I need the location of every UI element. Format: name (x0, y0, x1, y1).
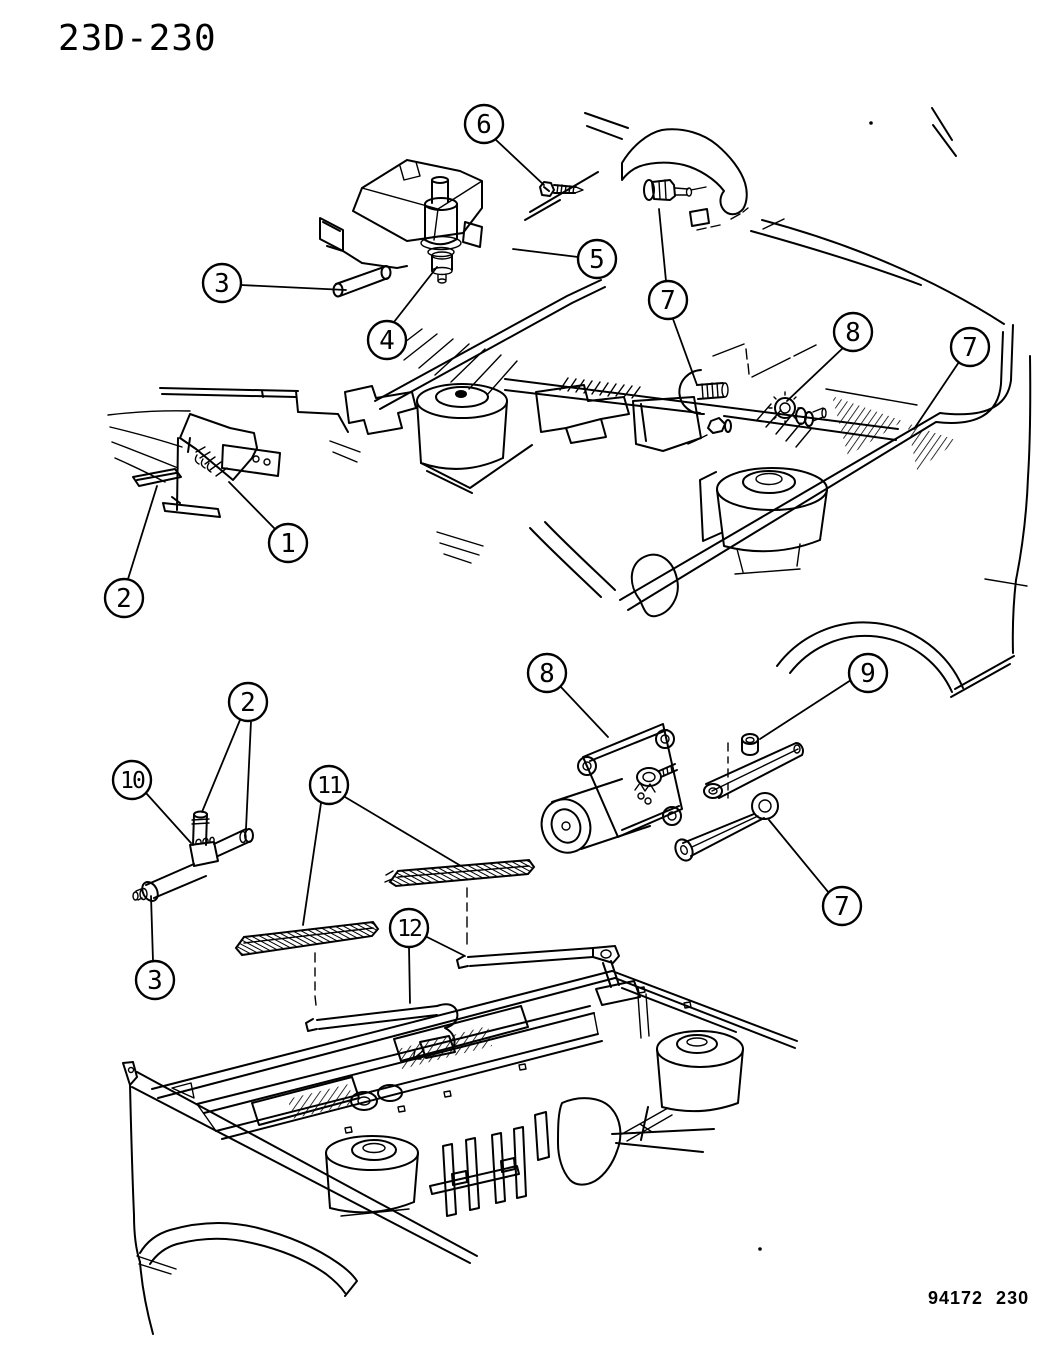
callout-1-label: 1 (280, 529, 296, 559)
callout-3a[interactable]: 3 (201, 262, 243, 304)
wiper-blade-left (234, 920, 380, 957)
alignment-dash-lines (314, 887, 468, 1006)
callout-8b[interactable]: 8 (526, 652, 568, 694)
wiper-blade-right (384, 858, 536, 888)
callout-6-label: 6 (476, 110, 492, 140)
diagram-code: 23D-230 (58, 18, 217, 59)
wiper-arm-right (456, 945, 650, 1039)
callout-7c-label: 7 (834, 892, 850, 922)
callout-4-label: 4 (379, 326, 395, 356)
callout-5-label: 5 (589, 245, 605, 275)
callout-11-label: 11 (317, 773, 342, 799)
wiper-linkage-module (504, 343, 899, 452)
dash-panel-beads (429, 1097, 673, 1217)
callout-11[interactable]: 11 (308, 764, 350, 806)
washer-nozzle-bracket-detail (107, 387, 349, 518)
front-fender-left (122, 1061, 478, 1335)
strut-tower-left (416, 383, 533, 494)
callout-7c[interactable]: 7 (821, 885, 863, 927)
callout-2b[interactable]: 2 (227, 681, 269, 723)
callout-7b-label: 7 (962, 333, 978, 363)
mount-stud-nut (741, 733, 759, 756)
strut-tower-front-right (656, 1030, 744, 1113)
callout-8b-label: 8 (539, 659, 555, 689)
wiper-motor-assembly (540, 723, 729, 854)
wiper-crank-arm-link (674, 742, 804, 862)
callout-2b-label: 2 (240, 688, 256, 718)
callout-3b-label: 3 (147, 966, 163, 996)
washer-pump (420, 176, 462, 284)
figure-number: 94172 230 (928, 1288, 1030, 1308)
callout-10[interactable]: 10 (111, 759, 153, 801)
washer-hose-segment (332, 265, 392, 298)
callout-leader-lines (127, 138, 960, 1004)
callout-2a[interactable]: 2 (103, 577, 145, 619)
callout-8a[interactable]: 8 (832, 311, 874, 353)
strut-tower-right (699, 467, 828, 575)
callout-8a-label: 8 (845, 318, 861, 348)
cowl-panel (151, 970, 798, 1251)
callout-12-label: 12 (397, 916, 421, 942)
cowl-wiper-view (122, 723, 804, 1335)
callout-7a-label: 7 (660, 286, 676, 316)
cowl-corner-panel (524, 112, 785, 231)
callout-10-label: 10 (120, 768, 145, 794)
callout-7a[interactable]: 7 (647, 279, 689, 321)
washer-tee-hose-assembly (132, 810, 254, 902)
callout-3b[interactable]: 3 (134, 959, 176, 1001)
callout-1[interactable]: 1 (267, 522, 309, 564)
callout-9-label: 9 (860, 659, 876, 689)
callout-12[interactable]: 12 (388, 907, 430, 949)
hose-elbow-connector (643, 179, 707, 201)
callout-9[interactable]: 9 (847, 652, 889, 694)
callout-4[interactable]: 4 (366, 319, 408, 361)
engine-compartment-view (107, 107, 1032, 698)
strut-tower-front-left (325, 1135, 419, 1217)
callout-2a-label: 2 (116, 584, 132, 614)
callout-7b[interactable]: 7 (949, 326, 991, 368)
callout-3a-label: 3 (214, 269, 230, 299)
front-fender-right (776, 355, 1032, 698)
callout-5[interactable]: 5 (576, 238, 618, 280)
callout-6[interactable]: 6 (463, 103, 505, 145)
